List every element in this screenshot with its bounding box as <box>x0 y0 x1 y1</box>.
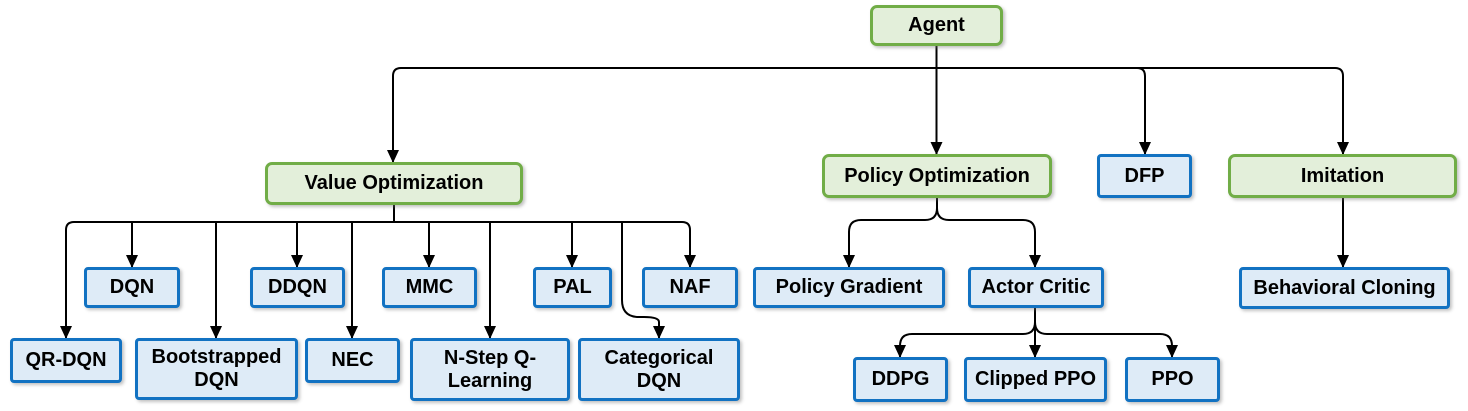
edge-policy-optimization-policy-gradient <box>843 207 938 268</box>
edge-agent-value-optimization <box>387 67 937 163</box>
node-agent: Agent <box>870 5 1003 46</box>
node-dfp: DFP <box>1097 154 1192 198</box>
edge-policy-optimization-actor-critic <box>936 207 1041 268</box>
node-ppo: PPO <box>1125 357 1220 402</box>
node-bootstrapped-dqn: Bootstrapped DQN <box>135 338 298 400</box>
edge-value-optimization-qr-dqn <box>60 221 394 339</box>
node-policy-optimization: Policy Optimization <box>822 154 1052 198</box>
edge-agent-imitation <box>936 67 1349 155</box>
edge-actor-critic-ddpg <box>894 321 1036 358</box>
node-clipped-ppo: Clipped PPO <box>964 357 1107 402</box>
node-qr-dqn: QR-DQN <box>10 338 122 383</box>
node-policy-gradient: Policy Gradient <box>753 267 945 308</box>
node-naf: NAF <box>642 267 738 308</box>
node-behavioral-cloning: Behavioral Cloning <box>1239 267 1450 309</box>
node-ddpg: DDPG <box>853 357 948 402</box>
node-ddqn: DDQN <box>250 267 345 308</box>
edge-value-optimization-naf <box>394 221 696 268</box>
node-dqn: DQN <box>84 267 180 308</box>
node-categorical-dqn: Categorical DQN <box>578 338 740 401</box>
node-value-optimization: Value Optimization <box>265 162 523 205</box>
edge-value-optimization-categorical-dqn <box>621 222 665 339</box>
edge-actor-critic-ppo <box>1034 321 1178 358</box>
node-mmc: MMC <box>382 267 477 308</box>
node-imitation: Imitation <box>1228 154 1457 198</box>
node-actor-critic: Actor Critic <box>968 267 1104 308</box>
node-nec: NEC <box>305 338 400 383</box>
node-pal: PAL <box>533 267 612 308</box>
node-n-step-q-learning: N-Step Q-Learning <box>410 338 570 401</box>
edge-agent-dfp <box>936 67 1151 155</box>
